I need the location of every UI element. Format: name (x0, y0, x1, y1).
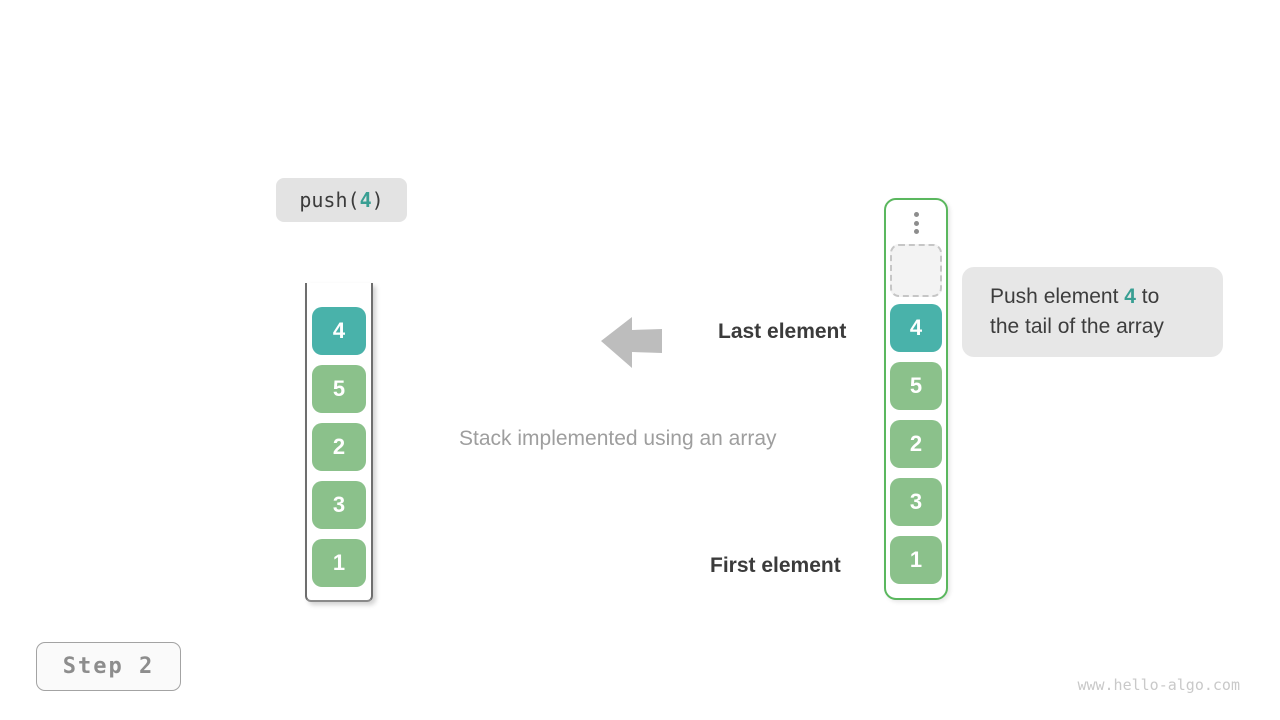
first-element-label: First element (710, 554, 841, 577)
array-cell: 3 (890, 478, 942, 526)
bubble-arg: 4 (1124, 285, 1136, 308)
push-call-suffix: ) (371, 188, 384, 212)
bubble-line1-suffix: to (1135, 285, 1160, 308)
push-call-arg: 4 (359, 188, 372, 212)
push-call-prefix: push( (299, 188, 360, 212)
empty-array-slot (890, 244, 942, 297)
stack-cell: 5 (312, 365, 366, 413)
bubble-line2: the tail of the array (990, 315, 1164, 338)
vertical-ellipsis-icon (913, 209, 919, 237)
step-badge: Step 2 (36, 642, 181, 691)
array-container: 4 5 2 3 1 (884, 198, 948, 600)
last-element-label: Last element (718, 320, 847, 343)
array-cell: 5 (890, 362, 942, 410)
array-cell: 4 (890, 304, 942, 352)
array-cell: 2 (890, 420, 942, 468)
stack-cell: 2 (312, 423, 366, 471)
watermark: www.hello-algo.com (1077, 676, 1240, 694)
diagram-caption: Stack implemented using an array (459, 427, 777, 450)
left-block-arrow-icon (601, 317, 662, 368)
push-call-label: push(4) (276, 178, 407, 222)
stack-container: 4 5 2 3 1 (305, 283, 373, 602)
stack-cell: 3 (312, 481, 366, 529)
stack-cell: 4 (312, 307, 366, 355)
array-cell: 1 (890, 536, 942, 584)
bubble-line1-prefix: Push element (990, 285, 1125, 308)
stack-cell: 1 (312, 539, 366, 587)
explanation-bubble: Push element 4 to the tail of the array (962, 267, 1223, 357)
